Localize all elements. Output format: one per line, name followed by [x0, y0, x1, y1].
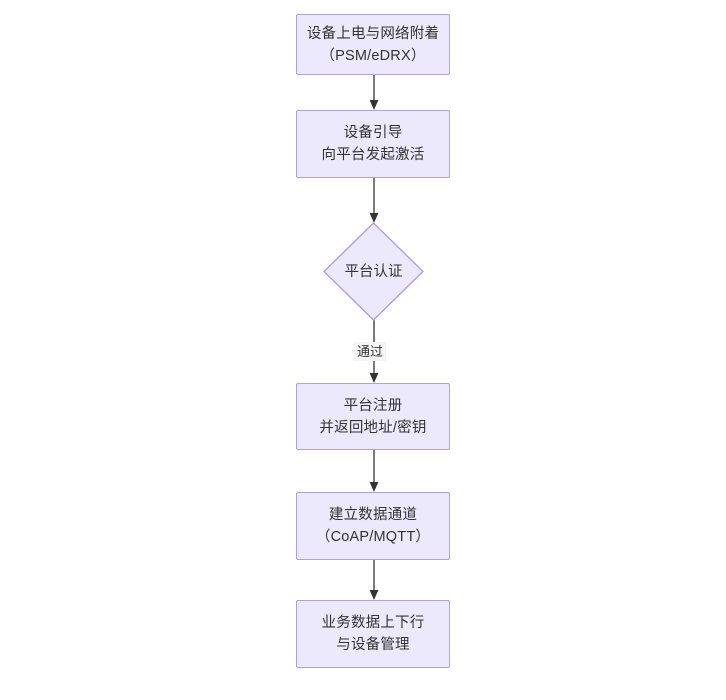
diamond-shape	[323, 222, 424, 321]
connector-bootstrap-to-platform-auth	[366, 178, 382, 224]
node-power-on-line2: （PSM/eDRX）	[320, 47, 426, 64]
node-power-on-line1: 设备上电与网络附着	[306, 25, 440, 42]
node-data-channel-line2: （CoAP/MQTT）	[315, 529, 431, 545]
node-platform-register-line2: 并返回地址/密钥	[319, 419, 427, 436]
node-business-data-line2: 与设备管理	[336, 637, 410, 653]
node-power-on[interactable]: 设备上电与网络附着 （PSM/eDRX）	[296, 14, 450, 75]
node-platform-register-line1: 平台注册	[343, 397, 403, 414]
node-bootstrap-line1: 设备引导	[343, 125, 403, 141]
edge-label-pass: 通过	[354, 342, 387, 361]
node-platform-register[interactable]: 平台注册 并返回地址/密钥	[296, 383, 450, 450]
connector-power-on-to-bootstrap	[366, 75, 382, 111]
node-data-channel-line1: 建立数据通道	[328, 507, 418, 523]
node-platform-auth-label: 平台认证	[344, 263, 403, 280]
node-platform-auth[interactable]: 平台认证	[323, 222, 424, 321]
node-data-channel[interactable]: 建立数据通道 （CoAP/MQTT）	[296, 492, 450, 560]
node-bootstrap[interactable]: 设备引导 向平台发起激活	[296, 110, 450, 178]
node-business-data-line1: 业务数据上下行	[321, 615, 425, 631]
node-business-data[interactable]: 业务数据上下行 与设备管理	[296, 600, 450, 668]
connector-data-channel-to-business-data	[366, 560, 382, 601]
connector-platform-register-to-data-channel	[366, 450, 382, 493]
node-bootstrap-line2: 向平台发起激活	[321, 147, 425, 163]
